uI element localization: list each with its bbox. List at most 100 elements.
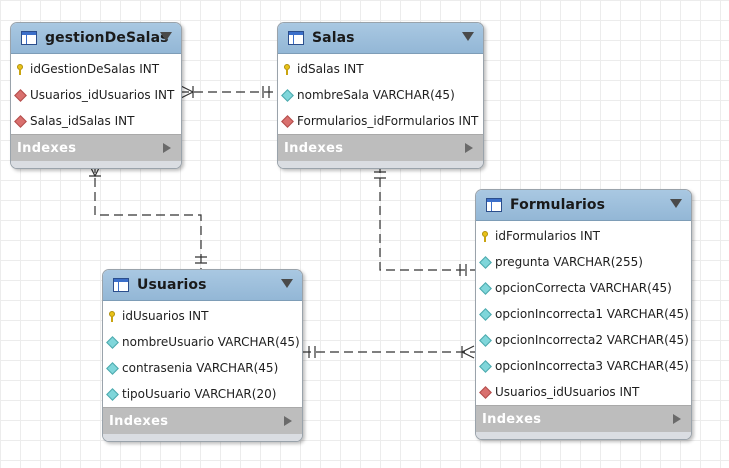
column-label: idSalas INT xyxy=(297,62,364,76)
column-icon xyxy=(104,387,120,401)
key-icon xyxy=(477,230,493,242)
table-footer xyxy=(103,434,302,441)
rel-salas-formularios-line xyxy=(379,164,475,271)
table-header[interactable]: gestionDeSalas xyxy=(11,23,181,54)
table-icon xyxy=(21,31,37,45)
column-label: idFormularios INT xyxy=(495,229,600,243)
column-icon xyxy=(477,359,493,373)
table-usuarios[interactable]: Usuarios idUsuarios INT nombreUsuario VA… xyxy=(102,269,303,442)
foreign-key-icon xyxy=(477,385,493,399)
column-row[interactable]: idFormularios INT xyxy=(476,223,691,249)
key-icon xyxy=(12,63,28,75)
rel-salas-formularios-one-top xyxy=(374,171,386,179)
column-row[interactable]: opcionCorrecta VARCHAR(45) xyxy=(476,275,691,301)
column-row[interactable]: nombreUsuario VARCHAR(45) xyxy=(103,329,302,355)
column-row[interactable]: Salas_idSalas INT xyxy=(11,108,181,134)
table-title: Salas xyxy=(312,30,355,46)
column-label: opcionIncorrecta3 VARCHAR(45) xyxy=(495,359,689,373)
indexes-bar[interactable]: Indexes xyxy=(278,134,483,161)
column-label: Usuarios_idUsuarios INT xyxy=(495,385,640,399)
rel-gestion-usuarios-one xyxy=(195,256,207,264)
column-label: opcionIncorrecta1 VARCHAR(45) xyxy=(495,307,689,321)
indexes-bar[interactable]: Indexes xyxy=(103,407,302,434)
indexes-label: Indexes xyxy=(284,140,344,156)
column-row[interactable]: idGestionDeSalas INT xyxy=(11,56,181,82)
table-header[interactable]: Salas xyxy=(278,23,483,54)
column-label: idGestionDeSalas INT xyxy=(30,62,160,76)
column-icon xyxy=(279,88,295,102)
table-gestion-de-salas[interactable]: gestionDeSalas idGestionDeSalas INT Usua… xyxy=(10,22,182,169)
table-icon xyxy=(486,198,502,212)
column-label: nombreSala VARCHAR(45) xyxy=(297,88,455,102)
expand-arrow-icon[interactable] xyxy=(465,143,473,153)
foreign-key-icon xyxy=(279,114,295,128)
expand-arrow-icon[interactable] xyxy=(673,414,681,424)
column-list: idFormularios INT pregunta VARCHAR(255) … xyxy=(476,221,691,405)
table-footer xyxy=(476,432,691,439)
column-icon xyxy=(477,255,493,269)
column-row[interactable]: idSalas INT xyxy=(278,56,483,82)
column-row[interactable]: Formularios_idFormularios INT xyxy=(278,108,483,134)
rel-usuarios-formularios-one xyxy=(308,346,316,358)
column-row[interactable]: nombreSala VARCHAR(45) xyxy=(278,82,483,108)
rel-gestion-usuarios-line xyxy=(94,164,202,269)
column-label: idUsuarios INT xyxy=(122,309,209,323)
key-icon xyxy=(104,310,120,322)
chevron-down-icon[interactable] xyxy=(670,199,682,208)
column-label: tipoUsuario VARCHAR(20) xyxy=(122,387,277,401)
key-icon xyxy=(279,63,295,75)
column-row[interactable]: Usuarios_idUsuarios INT xyxy=(476,379,691,405)
table-header[interactable]: Formularios xyxy=(476,190,691,221)
column-icon xyxy=(104,361,120,375)
foreign-key-icon xyxy=(12,88,28,102)
column-label: Usuarios_idUsuarios INT xyxy=(30,88,175,102)
expand-arrow-icon[interactable] xyxy=(163,143,171,153)
column-row[interactable]: opcionIncorrecta2 VARCHAR(45) xyxy=(476,327,691,353)
column-row[interactable]: opcionIncorrecta3 VARCHAR(45) xyxy=(476,353,691,379)
column-row[interactable]: pregunta VARCHAR(255) xyxy=(476,249,691,275)
column-row[interactable]: idUsuarios INT xyxy=(103,303,302,329)
indexes-label: Indexes xyxy=(17,140,77,156)
table-footer xyxy=(11,161,181,168)
column-list: idGestionDeSalas INT Usuarios_idUsuarios… xyxy=(11,54,181,134)
table-title: Formularios xyxy=(510,197,606,213)
rel-gestion-salas-one xyxy=(262,86,270,98)
table-salas[interactable]: Salas idSalas INT nombreSala VARCHAR(45)… xyxy=(277,22,484,169)
column-label: nombreUsuario VARCHAR(45) xyxy=(122,335,300,349)
table-title: Usuarios xyxy=(137,277,207,293)
column-list: idSalas INT nombreSala VARCHAR(45) Formu… xyxy=(278,54,483,134)
column-row[interactable]: Usuarios_idUsuarios INT xyxy=(11,82,181,108)
table-footer xyxy=(278,161,483,168)
column-icon xyxy=(477,307,493,321)
indexes-bar[interactable]: Indexes xyxy=(11,134,181,161)
table-icon xyxy=(113,278,129,292)
chevron-down-icon[interactable] xyxy=(281,279,293,288)
rel-usuarios-formularios-crowfoot xyxy=(460,345,475,359)
chevron-down-icon[interactable] xyxy=(160,32,172,41)
column-row[interactable]: opcionIncorrecta1 VARCHAR(45) xyxy=(476,301,691,327)
table-icon xyxy=(288,31,304,45)
column-icon xyxy=(104,335,120,349)
column-list: idUsuarios INT nombreUsuario VARCHAR(45)… xyxy=(103,301,302,407)
rel-gestion-salas-crowfoot xyxy=(180,85,195,99)
column-row[interactable]: tipoUsuario VARCHAR(20) xyxy=(103,381,302,407)
column-icon xyxy=(477,281,493,295)
indexes-label: Indexes xyxy=(482,411,542,427)
foreign-key-icon xyxy=(12,114,28,128)
table-formularios[interactable]: Formularios idFormularios INT pregunta V… xyxy=(475,189,692,440)
indexes-bar[interactable]: Indexes xyxy=(476,405,691,432)
column-label: Salas_idSalas INT xyxy=(30,114,135,128)
expand-arrow-icon[interactable] xyxy=(284,416,292,426)
column-icon xyxy=(477,333,493,347)
column-row[interactable]: contrasenia VARCHAR(45) xyxy=(103,355,302,381)
table-title: gestionDeSalas xyxy=(45,30,169,46)
column-label: contrasenia VARCHAR(45) xyxy=(122,361,279,375)
rel-salas-formularios-one-right xyxy=(459,264,467,276)
column-label: opcionIncorrecta2 VARCHAR(45) xyxy=(495,333,689,347)
table-header[interactable]: Usuarios xyxy=(103,270,302,301)
chevron-down-icon[interactable] xyxy=(462,32,474,41)
column-label: pregunta VARCHAR(255) xyxy=(495,255,643,269)
indexes-label: Indexes xyxy=(109,413,169,429)
column-label: opcionCorrecta VARCHAR(45) xyxy=(495,281,672,295)
